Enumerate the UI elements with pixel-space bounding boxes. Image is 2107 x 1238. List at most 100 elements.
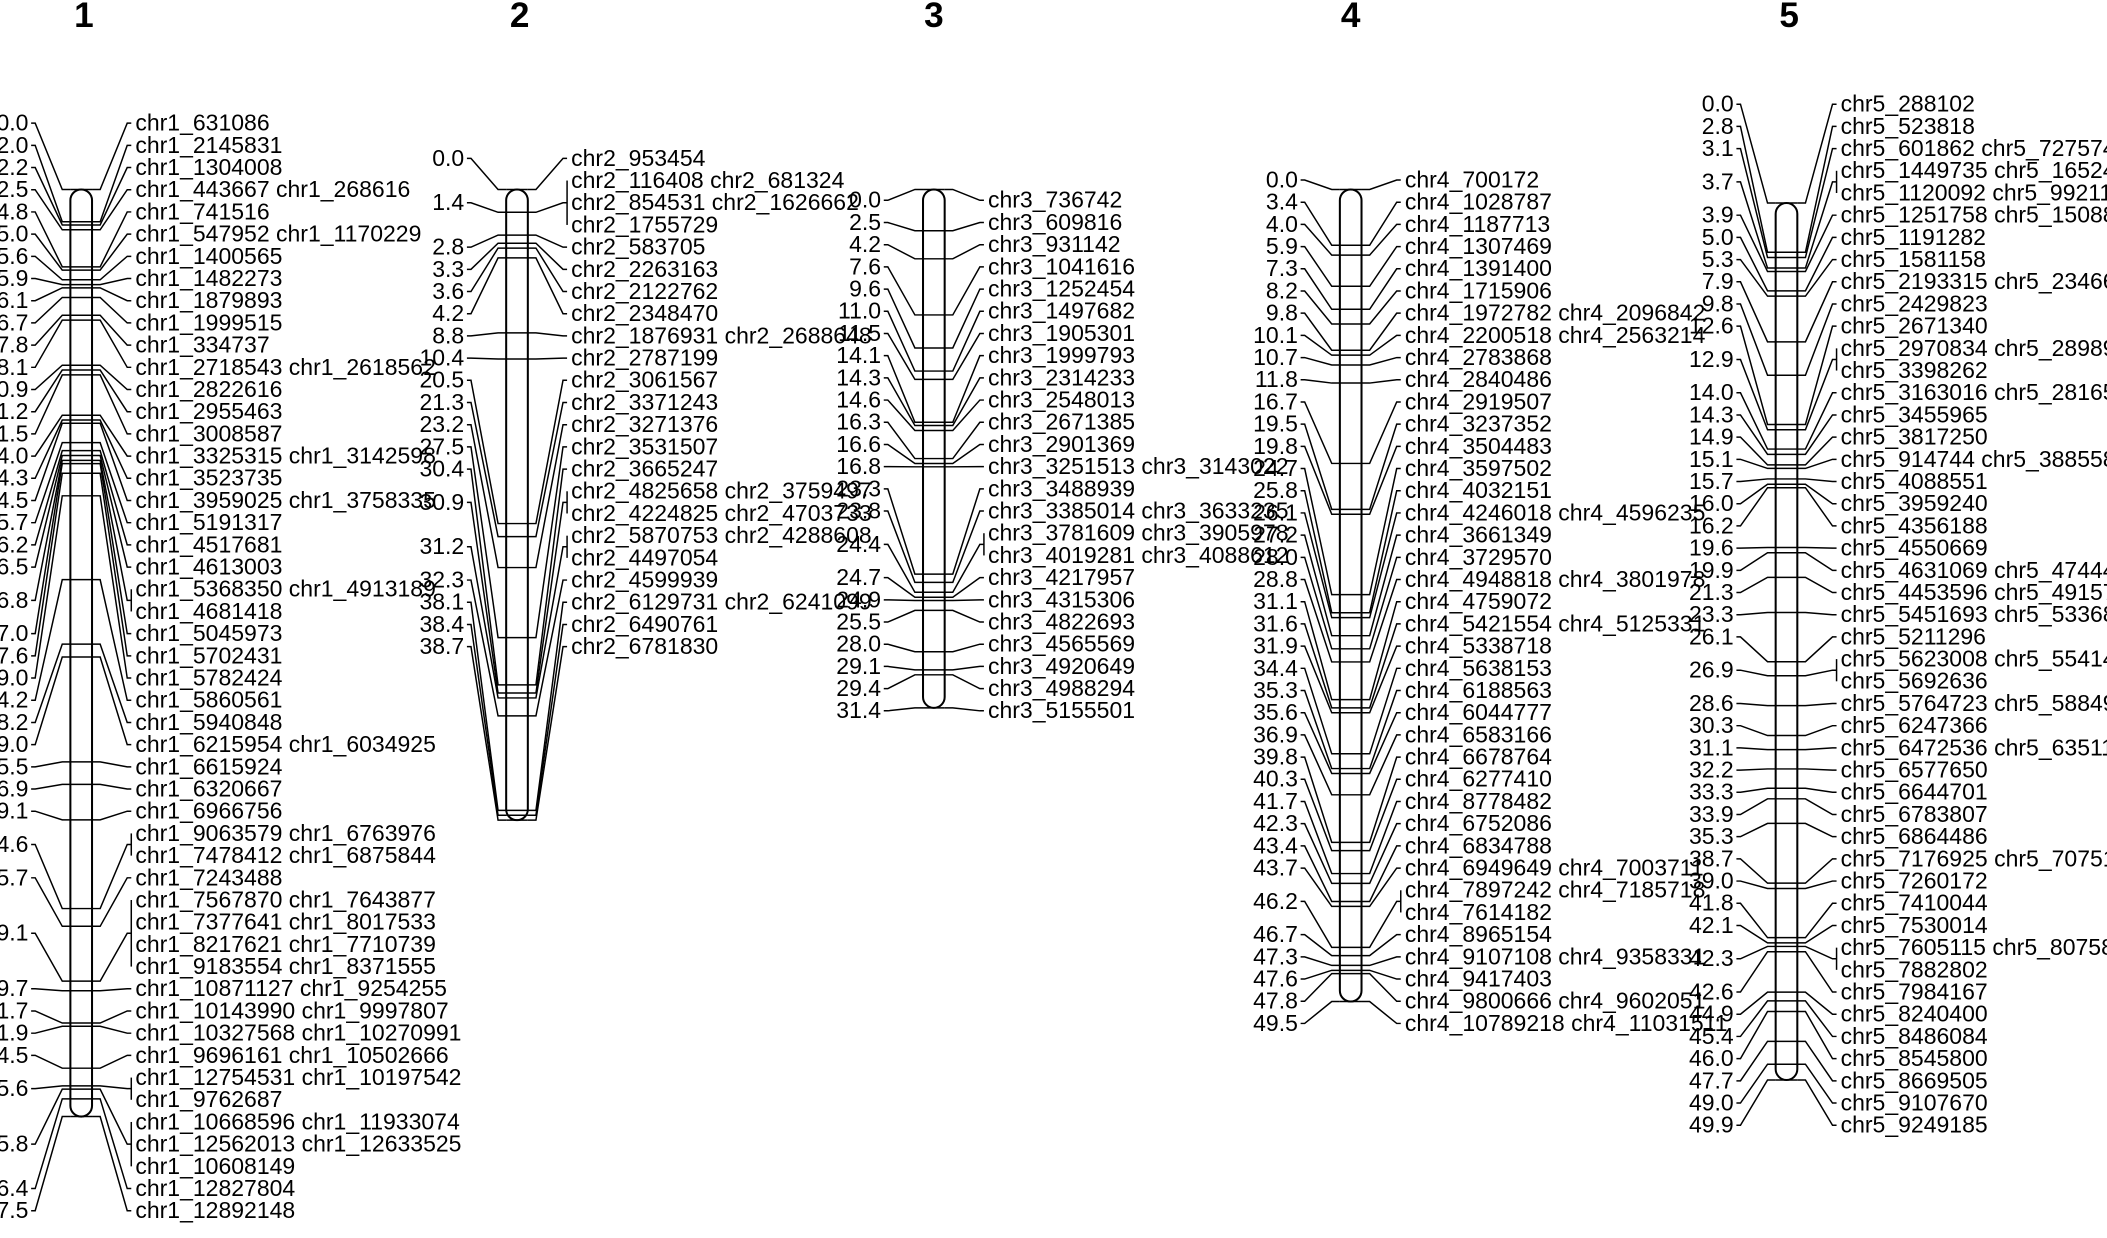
position-connector: [31, 454, 71, 568]
marker-connector: [944, 243, 984, 260]
marker-position: 3.3: [432, 256, 464, 282]
marker-position: 2.8: [432, 234, 464, 260]
marker-connector: [1361, 467, 1401, 596]
marker-position: 19.8: [1253, 433, 1298, 459]
marker-position: 46.7: [1253, 921, 1298, 947]
marker-connector: [92, 1088, 132, 1145]
marker-position: 42.1: [1689, 912, 1734, 938]
marker-position: 3.6: [432, 278, 464, 304]
position-connector: [1300, 268, 1340, 310]
position-connector: [31, 255, 71, 281]
position-connector: [1300, 489, 1340, 614]
marker-connector: [1361, 734, 1401, 796]
marker-connector: [1797, 414, 1837, 456]
marker-position: 7.3: [1266, 255, 1298, 281]
marker-name: chr3_4019281 chr3_4088612: [988, 542, 1289, 568]
marker-position: 16.3: [836, 409, 881, 435]
marker-connector: [944, 221, 984, 232]
marker-name: chr1_1482273: [135, 265, 282, 291]
marker-position: 16.8: [0, 587, 28, 613]
marker-connector: [1797, 747, 1837, 751]
marker-position: 30.3: [1689, 712, 1734, 738]
position-connector: [31, 296, 71, 324]
marker-name: chr2_6490761: [571, 611, 718, 637]
marker-position: 32.3: [419, 567, 464, 593]
marker-position: 19.5: [1253, 411, 1298, 437]
marker-connector: [1797, 1010, 1837, 1060]
marker-position: 49.0: [1689, 1089, 1734, 1115]
marker-position: 57.5: [0, 1197, 28, 1223]
marker-position: 38.7: [1689, 845, 1734, 871]
marker-position: 38.7: [419, 633, 464, 659]
position-connector: [1736, 924, 1776, 944]
marker-name: chr1_6215954 chr1_6034925: [135, 731, 436, 757]
marker-position: 31.4: [836, 697, 881, 723]
position-connector: [31, 988, 71, 992]
marker-name: chr5_6577650: [1841, 757, 1988, 783]
position-connector: [466, 401, 507, 538]
marker-name: chr3_2548013: [988, 387, 1135, 413]
position-connector: [1300, 972, 1340, 1002]
position-connector: [31, 374, 71, 435]
marker-connector: [1361, 445, 1401, 516]
marker-name: chr4_6834788: [1405, 832, 1552, 858]
marker-position: 4.2: [432, 300, 464, 326]
marker-name: chr3_4920649: [988, 653, 1135, 679]
position-connector: [883, 188, 924, 202]
marker-position: 4.8: [0, 198, 28, 224]
position-connector: [1736, 669, 1776, 677]
marker-position: 23.2: [419, 411, 464, 437]
marker-position: 31.2: [419, 533, 464, 559]
position-connector: [883, 707, 924, 712]
marker-connector: [527, 579, 568, 717]
position-connector: [31, 449, 71, 546]
marker-connector: [92, 932, 132, 982]
marker-name: chr3_4822693: [988, 608, 1135, 634]
marker-position: 27.2: [1253, 522, 1298, 548]
position-connector: [31, 211, 71, 268]
marker-position: 8.8: [432, 322, 464, 348]
position-connector: [1736, 392, 1776, 450]
marker-connector: [944, 332, 984, 381]
linkage-group-title: 5: [1779, 0, 1799, 35]
position-connector: [31, 462, 71, 635]
position-connector: [31, 810, 71, 821]
marker-position: 23.3: [836, 475, 881, 501]
marker-position: 10.4: [419, 345, 464, 371]
position-connector: [1736, 787, 1776, 794]
position-connector: [1736, 576, 1776, 594]
position-connector: [1300, 756, 1340, 844]
marker-name: chr1_9762687: [135, 1086, 282, 1112]
marker-connector: [1361, 401, 1401, 465]
marker-position: 1.4: [432, 189, 464, 215]
marker-position: 42.6: [1689, 978, 1734, 1004]
position-connector: [1736, 103, 1776, 204]
position-connector: [883, 310, 924, 372]
marker-connector: [1361, 689, 1401, 770]
marker-connector: [92, 877, 132, 928]
marker-position: 39.1: [0, 798, 28, 824]
marker-connector: [1797, 669, 1837, 677]
marker-connector: [1361, 556, 1401, 650]
marker-name: chr4_2840486: [1405, 366, 1552, 392]
position-connector: [1300, 933, 1340, 957]
position-connector: [883, 243, 924, 260]
marker-connector: [92, 810, 132, 821]
position-connector: [883, 399, 924, 432]
marker-connector: [527, 242, 568, 271]
position-connector: [466, 247, 507, 293]
marker-connector: [1361, 534, 1401, 637]
marker-connector: [527, 423, 568, 569]
marker-name: chr1_5368350 chr1_4913189: [135, 576, 436, 602]
position-connector: [1736, 950, 1776, 993]
marker-name: chr4_5421554 chr4_5125331: [1405, 610, 1706, 636]
marker-position: 55.8: [0, 1131, 28, 1157]
position-connector: [1300, 969, 1340, 980]
marker-name: chr5_4631069 chr5_4744451: [1841, 557, 2107, 583]
marker-position: 31.9: [1253, 633, 1298, 659]
marker-name: chr5_7410044: [1841, 890, 1988, 916]
position-connector: [883, 221, 924, 232]
position-connector: [883, 674, 924, 690]
marker-connector: [1361, 179, 1401, 191]
marker-position: 9.8: [1702, 290, 1734, 316]
